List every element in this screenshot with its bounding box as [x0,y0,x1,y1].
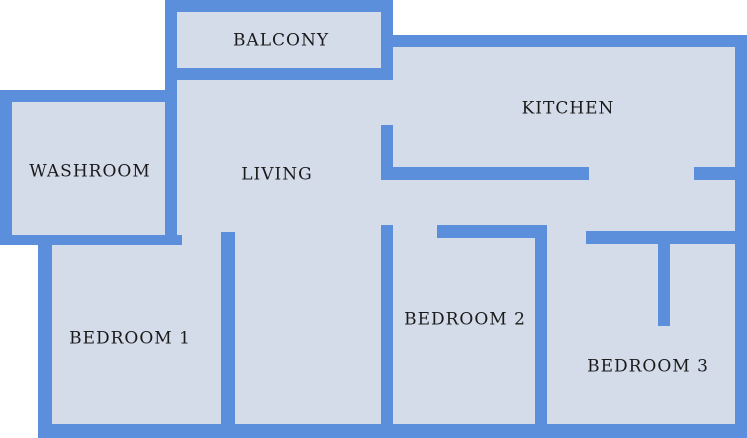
room-labels: BALCONY KITCHEN WASHROOM LIVING BEDROOM … [29,31,709,377]
balcony-wall-bottom [165,68,393,80]
main-floor [165,35,747,245]
balcony-wall-top [165,0,393,12]
washroom-wall-right [165,80,177,245]
washroom-wall-left [0,90,12,245]
kitchen-partition-horizontal [381,167,589,180]
kitchen-wall-stub-right [694,167,747,180]
bedroom2-wall-right [535,225,547,438]
bedroom2-label: BEDROOM 2 [404,310,526,330]
washroom-wall-top [0,90,177,102]
washroom-floor [0,90,178,245]
balcony-label: BALCONY [233,31,329,51]
washroom-label: WASHROOM [29,162,150,182]
bedroom3-closet-wall [658,231,670,326]
bedroom2-wall-top [437,225,547,238]
washroom-wall-bottom [0,235,182,245]
outer-wall-left-lower [38,235,52,438]
kitchen-partition-vertical [381,125,393,180]
kitchen-label: KITCHEN [522,99,615,119]
bedroom1-label: BEDROOM 1 [69,329,191,349]
bedroom1-wall-right [221,232,235,438]
bedroom2-wall-left [381,225,393,438]
bedroom3-label: BEDROOM 3 [587,357,709,377]
kitchen-wall-top [381,35,747,47]
living-label: LIVING [241,165,312,185]
